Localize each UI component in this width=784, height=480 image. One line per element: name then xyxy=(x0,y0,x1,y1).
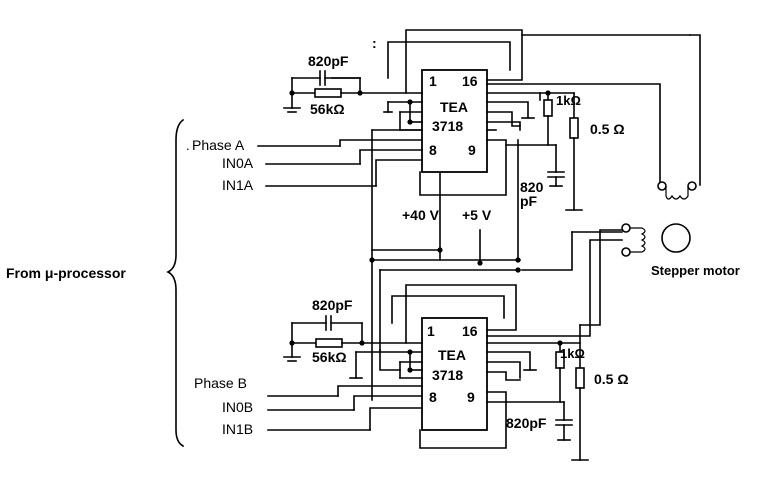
cap-top-filter-label-a: 820 xyxy=(520,179,544,195)
input-phase-b: Phase B xyxy=(194,375,247,391)
cap-bottom-filter-label: 820pF xyxy=(506,415,547,431)
cap-bottom-timing-label: 820pF xyxy=(312,297,353,313)
ic-top-pin9: 9 xyxy=(468,142,476,158)
supply-5v-label: +5 V xyxy=(462,207,492,223)
motor-label: Stepper motor xyxy=(651,263,740,278)
timing-network-top xyxy=(283,70,423,113)
ic-bottom-pin16: 16 xyxy=(462,323,478,339)
driver-ic-bottom: 1 16 TEA 3718 8 9 xyxy=(421,317,488,431)
ic-top-pin16: 16 xyxy=(462,73,478,89)
input-phase-a: Phase A xyxy=(192,137,245,153)
ic-top-pin1: 1 xyxy=(429,73,437,89)
cap-top-filter-label-b: pF xyxy=(520,193,538,209)
ic-bottom-pin1: 1 xyxy=(427,323,435,339)
input-in1b: IN1B xyxy=(222,421,253,437)
res-top-sense-label: 0.5 Ω xyxy=(590,121,625,137)
driver-ic-top: 1 16 TEA 3718 8 9 xyxy=(421,69,488,173)
input-in0b: IN0B xyxy=(222,399,253,415)
input-in1a: IN1A xyxy=(222,177,254,193)
ic-bottom-pin9: 9 xyxy=(467,389,475,405)
supply-40v-label: +40 V xyxy=(402,207,440,223)
res-top-timing-label: 56kΩ xyxy=(310,101,345,117)
timing-network-bottom xyxy=(283,315,423,362)
res-bottom-sense-label: 0.5 Ω xyxy=(594,371,629,387)
ic-top-part: 3718 xyxy=(432,118,463,134)
cap-top-timing-label: 820pF xyxy=(308,53,349,69)
note-mark: : xyxy=(372,35,377,51)
source-label: From μ-processor xyxy=(6,265,126,281)
ic-top-name: TEA xyxy=(440,99,468,115)
res-bottom-1k-label: 1kΩ xyxy=(560,346,585,361)
ic-bottom-name: TEA xyxy=(438,347,466,363)
ic-top-pin8: 8 xyxy=(429,142,437,158)
stepper-motor xyxy=(521,34,701,271)
res-bottom-timing-label: 56kΩ xyxy=(312,349,347,365)
input-in0a: IN0A xyxy=(222,155,254,171)
bullet-mark: . xyxy=(186,138,190,153)
source-brace xyxy=(166,118,185,448)
ic-bottom-part: 3718 xyxy=(432,367,463,383)
ic-bottom-pin8: 8 xyxy=(429,389,437,405)
res-top-1k-label: 1kΩ xyxy=(556,93,581,108)
